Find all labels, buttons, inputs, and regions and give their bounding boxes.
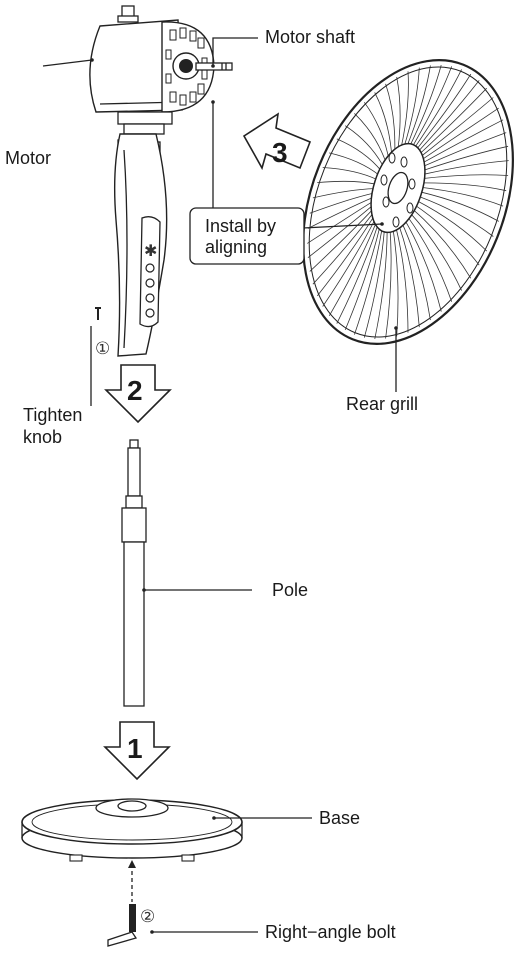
- grill-spoke: [328, 221, 377, 317]
- rear-grill: [302, 59, 514, 345]
- install-callout-box: [189, 207, 305, 265]
- motor-label: Motor: [5, 148, 51, 168]
- control-buttons: [145, 263, 155, 318]
- grill-spoke: [316, 216, 375, 297]
- motor-shaft-label: Motor shaft: [265, 27, 355, 47]
- grill-spoke: [422, 182, 507, 192]
- grill-spoke: [336, 138, 382, 172]
- install-label-line2: aligning: [205, 237, 267, 257]
- grill-spoke: [413, 69, 462, 150]
- grill-spoke: [423, 174, 509, 179]
- grill-spoke: [417, 80, 480, 153]
- grill-spoke: [354, 226, 383, 335]
- grill-spoke: [307, 197, 373, 229]
- grill-spoke: [307, 201, 373, 244]
- step-1-number: 1: [127, 733, 143, 764]
- grill-spoke: [406, 215, 453, 302]
- install-label-line1: Install by: [205, 216, 276, 236]
- step-3-arrow: [242, 112, 312, 171]
- grill-spoke: [307, 205, 373, 259]
- grill-spoke: [354, 113, 387, 164]
- base-label: Base: [319, 808, 360, 828]
- grill-spoke: [414, 204, 480, 266]
- grill-spoke: [309, 209, 373, 272]
- grill-spoke: [398, 223, 420, 328]
- grill-spoke: [309, 192, 374, 214]
- grill-spoke: [363, 102, 390, 161]
- pole: [121, 439, 147, 707]
- grill-spoke: [422, 119, 504, 164]
- step-2-arrow: [104, 364, 172, 424]
- grill-spoke: [419, 191, 499, 222]
- grill-spoke: [396, 76, 401, 153]
- tighten-label-line1: Tighten: [23, 405, 82, 425]
- grill-spoke: [418, 195, 494, 237]
- circled-step-2: ②: [140, 907, 155, 927]
- grill-spoke: [419, 87, 487, 155]
- grill-spoke: [374, 92, 393, 158]
- grill-spoke: [322, 167, 378, 181]
- grill-spoke: [411, 66, 453, 149]
- base: [21, 798, 243, 862]
- grill-spoke: [420, 97, 494, 157]
- right-angle-bolt: [107, 904, 138, 947]
- grill-spoke: [411, 208, 472, 279]
- grill-spoke: [374, 227, 388, 339]
- pole-label: Pole: [272, 580, 308, 600]
- grill-spoke: [402, 67, 420, 150]
- motor-assembly: ✱: [89, 5, 233, 357]
- rear-grill-label: Rear grill: [346, 394, 418, 414]
- grill-spoke: [363, 227, 385, 338]
- grill-spoke: [423, 160, 509, 175]
- grill-spoke: [421, 187, 504, 207]
- grill-spokes: [307, 64, 509, 339]
- tighten-knob: [95, 307, 101, 320]
- grill-spoke: [400, 221, 431, 321]
- grill-spoke: [312, 213, 374, 285]
- grill-spoke: [385, 227, 392, 339]
- grill-spoke: [336, 223, 379, 324]
- motor-housing: [89, 19, 183, 113]
- grill-spoke: [416, 200, 488, 252]
- grill-spoke: [312, 188, 375, 199]
- grill-spoke: [423, 132, 507, 167]
- grill-spoke: [405, 65, 431, 149]
- step-3-number: 3: [272, 137, 288, 168]
- step-2-number: 2: [127, 375, 143, 406]
- grill-spoke: [322, 219, 376, 307]
- grill-spoke: [400, 71, 409, 151]
- fan-symbol-icon: ✱: [144, 241, 157, 260]
- bolt-label: Right−angle bolt: [265, 922, 396, 942]
- grill-spoke: [385, 83, 396, 155]
- grill-spoke: [317, 180, 377, 185]
- grill-spoke: [344, 225, 381, 331]
- circled-step-1: ①: [95, 339, 110, 359]
- grill-spoke: [409, 212, 462, 291]
- grill-spoke: [408, 64, 442, 149]
- grill-spoke: [392, 226, 399, 337]
- grill-spoke: [415, 73, 472, 151]
- step-1-arrow: [103, 721, 171, 781]
- grill-spoke: [423, 145, 509, 171]
- grill-spoke: [329, 152, 380, 176]
- motor-cap-holes: [165, 27, 208, 106]
- grill-spoke: [421, 107, 499, 160]
- tighten-label-line2: knob: [23, 427, 62, 447]
- grill-spoke: [344, 125, 385, 168]
- grill-spoke: [403, 218, 442, 312]
- grill-spoke: [395, 225, 409, 333]
